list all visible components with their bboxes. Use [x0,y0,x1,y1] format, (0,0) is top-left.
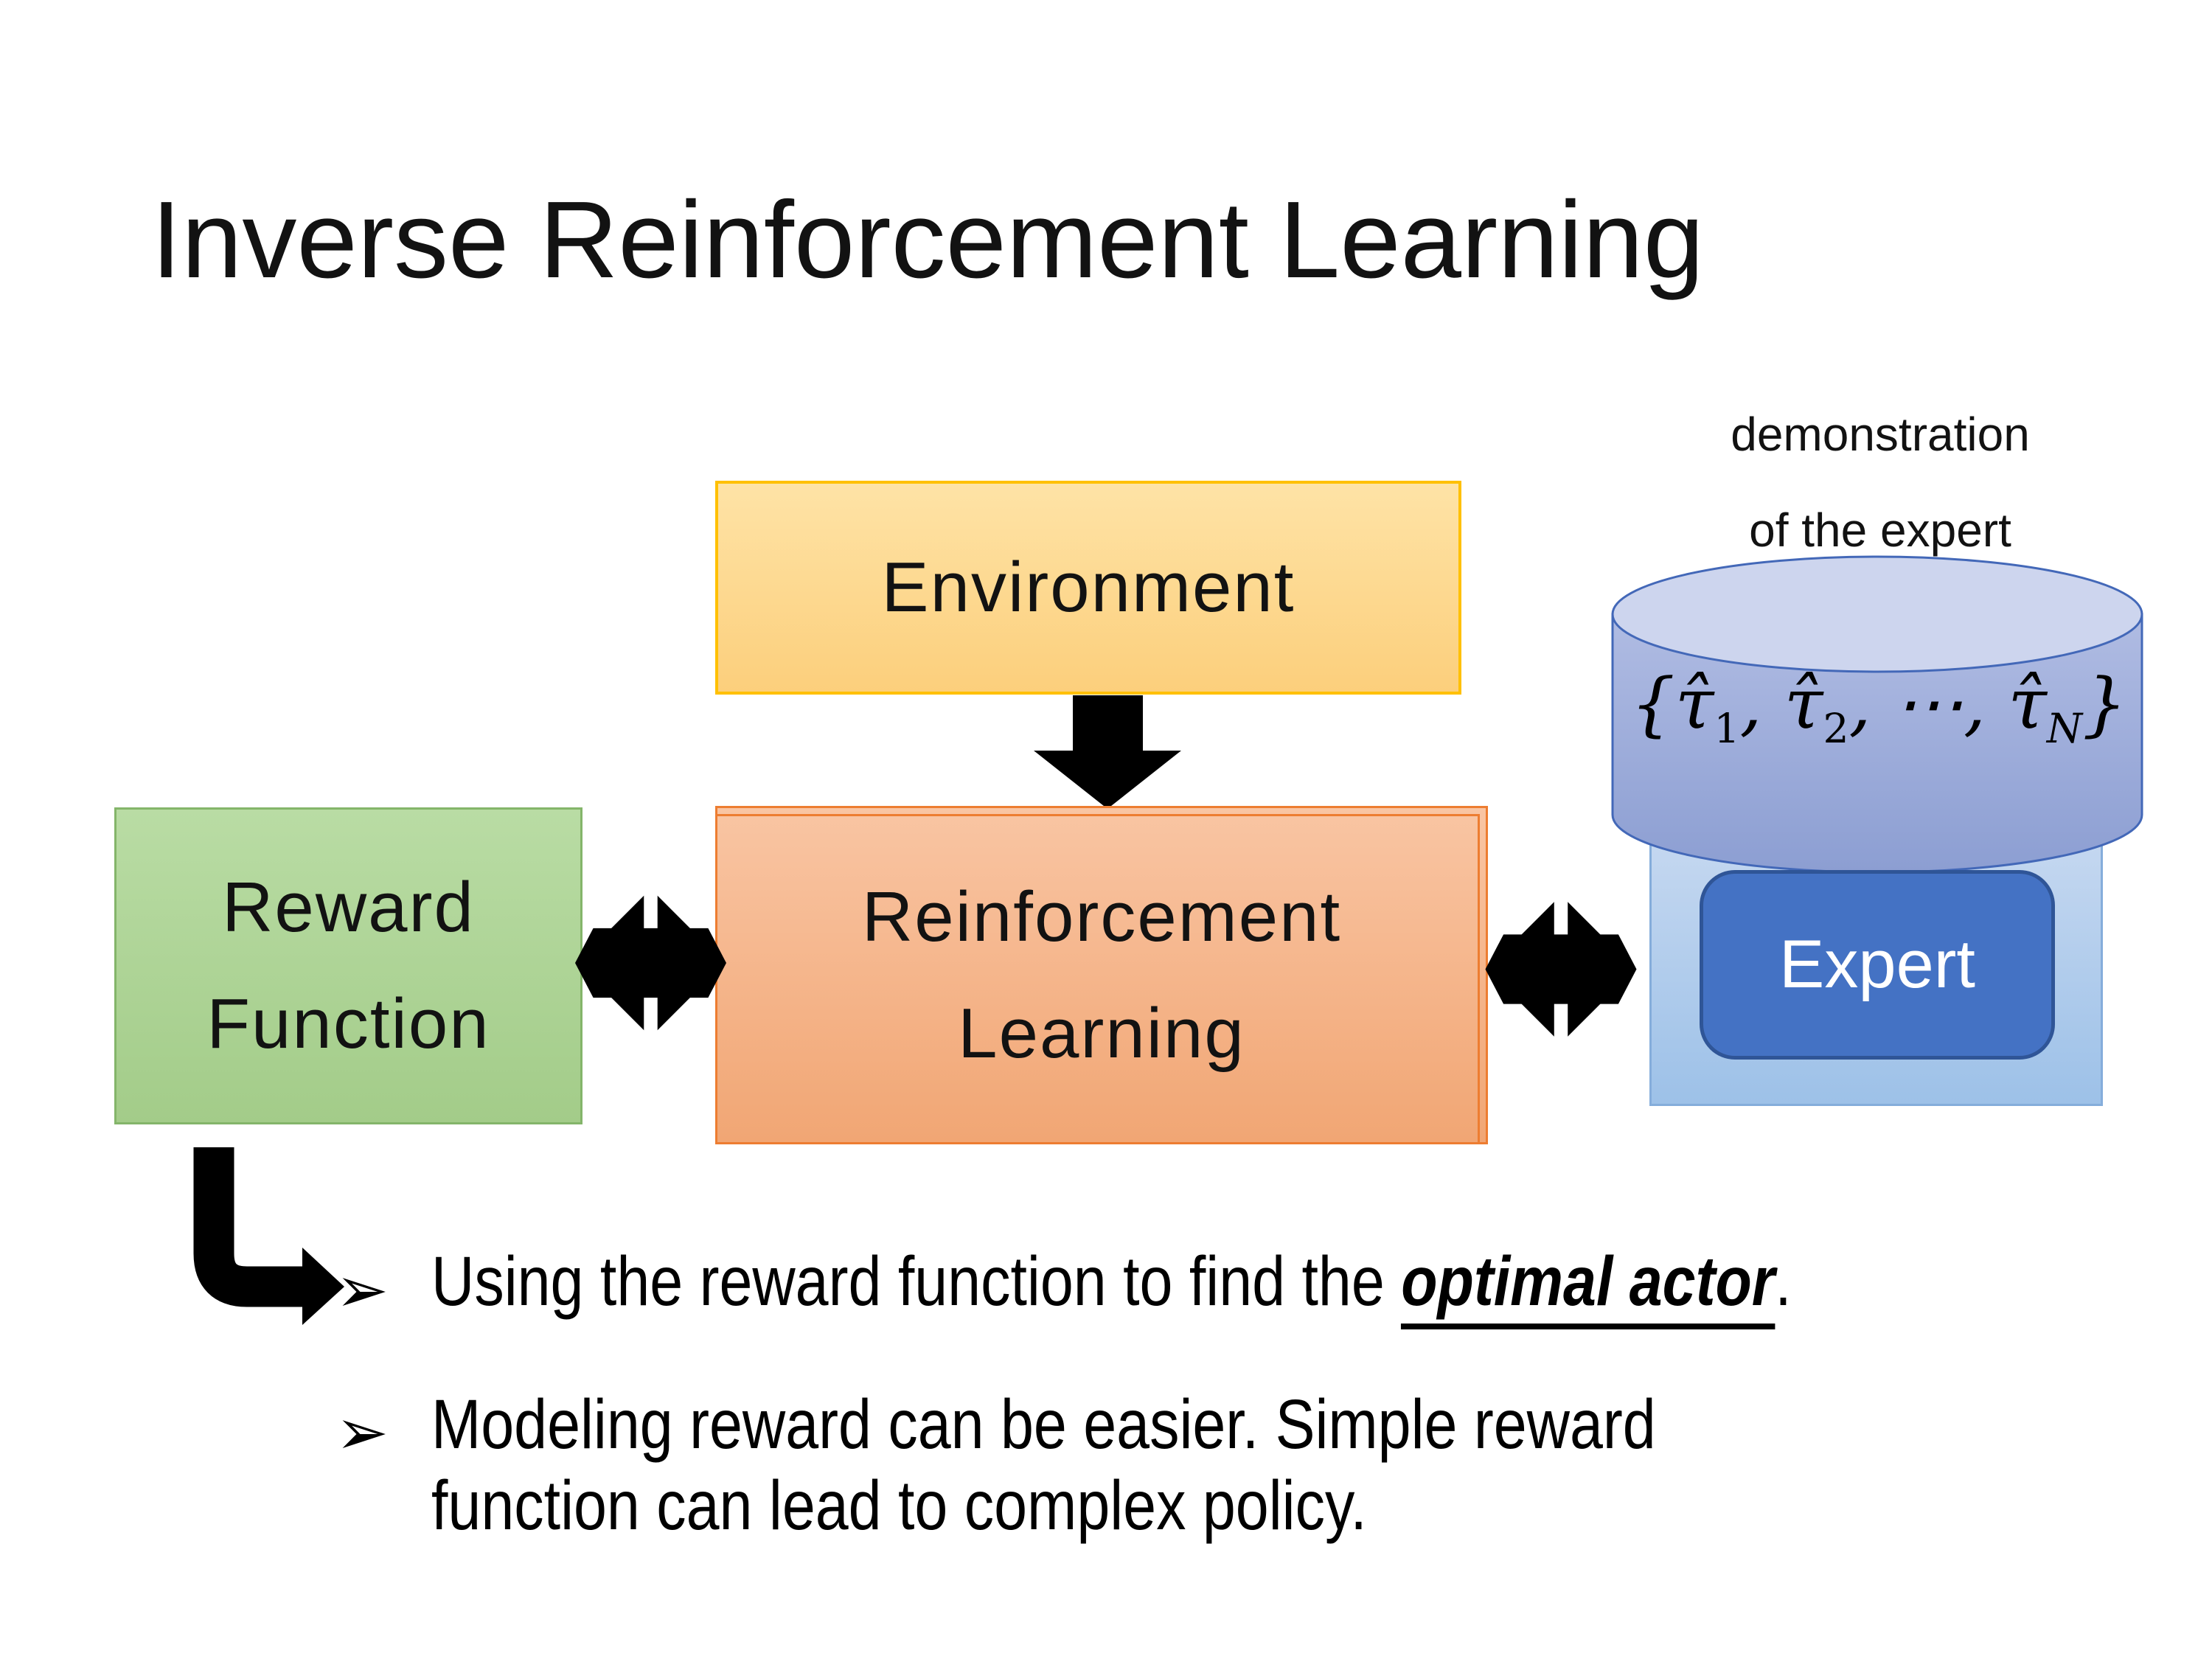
demonstration-database-icon [1611,555,2143,874]
formula-tau2: τ̂ [1784,664,1823,745]
bullet2-line2: function can lead to complex policy. [431,1467,1367,1545]
formula-sep3: , [1963,664,2008,745]
demonstration-label-line1: demonstration [1731,408,2030,461]
reinforcement-learning-label-line2: Learning [958,993,1245,1073]
bullet2-marker-icon: ➢ [335,1396,389,1470]
reinforcement-learning-label-line1: Reinforcement [861,877,1342,956]
bullet2-text: Modeling reward can be easier. Simple re… [431,1384,1656,1546]
reward-function-box: Reward Function [114,807,582,1124]
bullet1-emphasis: optimal actor [1401,1242,1775,1329]
down-arrow-icon [1034,695,1181,809]
formula-tau3: τ̂ [2008,664,2047,745]
expert-label: Expert [1779,927,1975,1002]
trajectory-set-formula: {τ̂1, τ̂2, ⋯, τ̂N} [1615,653,2143,756]
bullet1-prefix: Using the reward function to find the [431,1242,1402,1321]
bullet2-line1: Modeling reward can be easier. Simple re… [431,1385,1656,1464]
double-arrow-right-icon [1485,894,1637,1045]
bullet1-marker-icon: ➢ [335,1253,389,1327]
environment-box: Environment [715,481,1461,695]
formula-sub2: 2 [1823,705,1849,752]
reinforcement-learning-box: Reinforcement Learning [715,806,1488,1144]
formula-close-brace: } [2082,664,2127,745]
formula-open-brace: { [1630,664,1675,745]
formula-sep1: , [1739,664,1784,745]
demonstration-label-line2: of the expert [1749,504,2011,557]
formula-dots: ⋯ [1893,664,1964,745]
environment-label: Environment [881,548,1295,627]
elbow-arrow-icon [193,1147,344,1325]
bullet1-text: Using the reward function to find the op… [431,1241,1792,1329]
reward-function-label-line1: Reward [222,868,475,947]
formula-tau1: τ̂ [1674,664,1714,745]
demonstration-label: demonstration of the expert [1615,386,2146,578]
double-arrow-left-icon [575,887,726,1039]
page-title: Inverse Reinforcement Learning [151,179,1705,301]
formula-sub1: 1 [1714,705,1740,752]
formula-sep2: , [1848,664,1893,745]
reward-function-label-line2: Function [206,984,490,1063]
expert-box: Expert [1700,870,2055,1060]
bullet1-suffix: . [1775,1242,1792,1321]
formula-sub3: N [2046,705,2083,752]
